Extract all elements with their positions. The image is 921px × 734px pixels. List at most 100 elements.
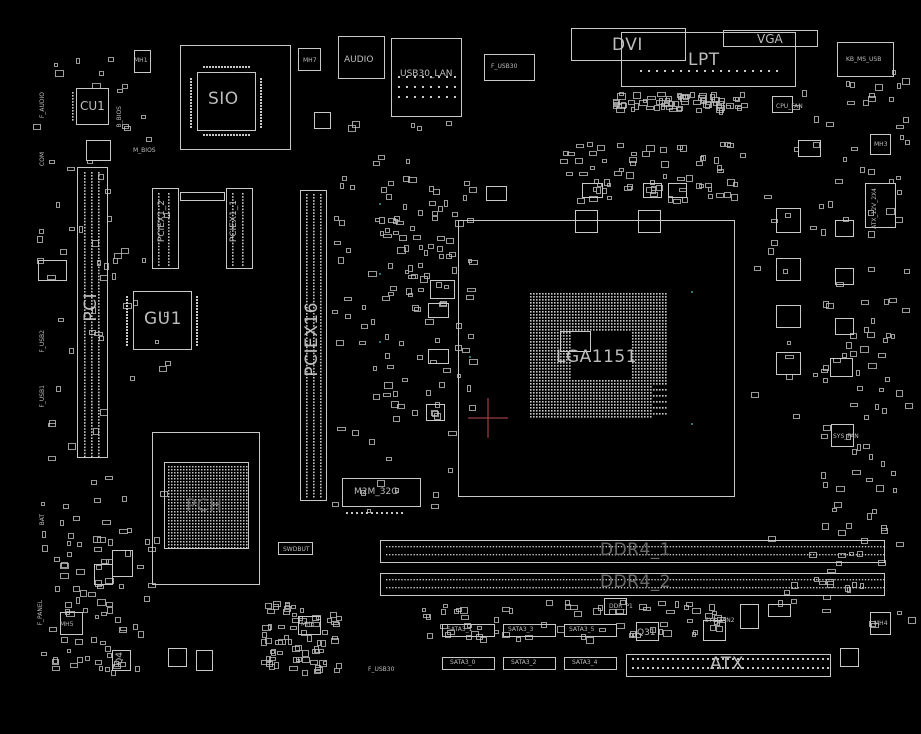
atx-connector <box>626 654 831 677</box>
fiducial-2 <box>379 341 381 343</box>
component-26 <box>278 542 313 555</box>
component-21 <box>196 650 213 671</box>
label-mh1: MH1 <box>134 57 148 64</box>
label-pch: PCH <box>186 496 223 516</box>
sio-region <box>180 45 291 150</box>
pci-slot <box>77 167 108 458</box>
dvi-connector <box>571 28 686 61</box>
audio-connector <box>338 36 385 79</box>
gu1-chip <box>133 291 192 350</box>
label-f-audio: F_AUDIO <box>39 92 46 119</box>
component-1 <box>776 258 801 281</box>
label-com: COM <box>39 152 46 167</box>
label-sata3-3: SATA3_3 <box>508 626 534 633</box>
gu1-pins-right <box>196 296 198 346</box>
pciex1-1-slot <box>226 188 253 269</box>
label-b-bios: B_BIOS <box>116 106 123 128</box>
component-18 <box>768 604 791 617</box>
vga-connector <box>723 30 818 47</box>
cpu-socket-key <box>560 331 591 352</box>
component-29 <box>314 112 331 129</box>
component-10 <box>638 210 661 233</box>
component-17 <box>740 604 759 629</box>
component-38 <box>428 349 449 364</box>
label-atx-12v: ATX_12V_2X4 <box>871 188 878 229</box>
pciex1-bridge <box>180 192 225 201</box>
component-13 <box>668 183 687 198</box>
label-bat: BAT <box>39 514 46 526</box>
component-30 <box>486 186 507 201</box>
component-28 <box>298 48 321 71</box>
label-ddr4-1: DDR4_1 <box>600 540 672 560</box>
component-22 <box>168 648 187 667</box>
component-27 <box>134 50 151 73</box>
label-sata3-4: SATA3_4 <box>572 659 598 666</box>
lpt-pins <box>640 70 778 72</box>
component-33 <box>870 612 891 635</box>
component-8 <box>831 424 854 447</box>
passive-components <box>33 57 916 676</box>
pciex1-1-pins <box>232 193 244 266</box>
component-9 <box>575 210 598 233</box>
component-41 <box>86 140 111 161</box>
sata-port-4 <box>503 657 556 670</box>
ddr4-2-slot <box>380 573 885 596</box>
f-usb30-header <box>484 54 535 81</box>
label-pci: PCI <box>81 293 101 322</box>
fiducial-0 <box>379 203 381 205</box>
label-sys-fan2: SYS_FAN2 <box>705 617 735 624</box>
pch-chip <box>164 462 249 549</box>
label-pciex1-1: PCIEX1_1 <box>229 200 239 243</box>
label-swdbut: SWDBUT <box>283 546 310 553</box>
label-mh7: MH7 <box>303 57 317 64</box>
pciex1-2-slot <box>152 188 179 269</box>
sata-port-5 <box>564 657 617 670</box>
label-ddr-p1: DDR_P1 <box>609 603 633 610</box>
fiducial-5 <box>469 356 471 358</box>
label-mh3: MH3 <box>874 141 888 148</box>
pch-region <box>152 432 260 585</box>
label-sys-fan: SYS_FAN <box>833 433 859 440</box>
label-cu1: CU1 <box>80 99 105 113</box>
pch-balls <box>168 466 248 549</box>
component-20 <box>94 564 113 585</box>
label-cpu-fan: CPU_FAN <box>776 103 803 110</box>
component-36 <box>430 280 455 299</box>
label-kb-ms-usb: KB_MS_USB <box>846 56 882 63</box>
label-atx: ATX <box>710 654 744 674</box>
label-gu1: GU1 <box>144 309 182 329</box>
component-5 <box>835 268 854 285</box>
label-sio: SIO <box>208 89 239 109</box>
component-37 <box>428 303 449 318</box>
component-6 <box>835 318 854 335</box>
label-f-usb1: F_USB1 <box>39 385 46 408</box>
component-2 <box>776 305 801 328</box>
fiducial-3 <box>691 291 693 293</box>
label-f-usb30: F_USB30 <box>491 63 518 70</box>
label-sata3-1: SATA3_1 <box>447 626 473 633</box>
sio-pins-bottom <box>203 134 250 136</box>
component-25 <box>298 616 321 635</box>
label-f-usb30-2: F_USB30 <box>368 666 395 673</box>
label-m2m: M2M_32G <box>354 487 399 497</box>
fiducial-4 <box>691 423 693 425</box>
sio-pins-left <box>190 78 192 128</box>
pciex16-slot <box>300 190 327 501</box>
label-mh5: MH5 <box>60 621 74 628</box>
component-19 <box>112 550 133 577</box>
label-vga: VGA <box>757 32 783 46</box>
component-34 <box>840 648 859 667</box>
ddr4-1-slot <box>380 540 885 563</box>
component-35 <box>772 96 793 113</box>
sata-port-1 <box>503 624 556 637</box>
label-q4: Q4 <box>115 652 125 665</box>
cu1-pins <box>72 92 74 121</box>
label-pciex1-2: PCIEX1_2 <box>157 200 167 243</box>
m2m-pads <box>346 512 403 514</box>
label-mh4: MH4 <box>874 620 888 627</box>
component-15 <box>636 622 659 641</box>
label-f-usb2: F_USB2 <box>39 330 46 353</box>
label-sata3-0: SATA3_0 <box>450 659 476 666</box>
m2m-slot <box>342 478 421 507</box>
